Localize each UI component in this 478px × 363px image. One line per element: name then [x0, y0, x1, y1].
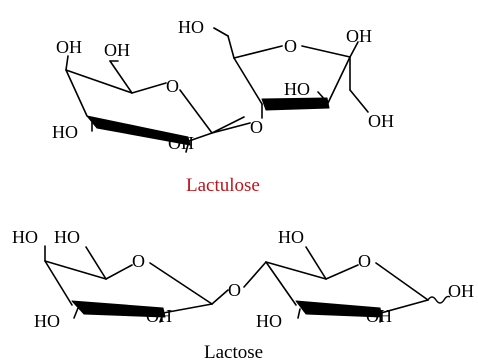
lactose-glucose-ring	[243, 246, 429, 323]
lactulose-fructose-ring	[213, 27, 369, 119]
lactose-label-ho-c4: HO	[12, 227, 38, 247]
lactose-label-gal-ring-o: O	[132, 251, 145, 271]
lactulose-label-oh-c2: OH	[346, 26, 372, 46]
lactulose-structure: OH OH O HO OH O HO O OH HO OH Lactulose	[52, 17, 394, 196]
lactose-label-glycosidic-o: O	[228, 280, 241, 300]
lactose-label-glc-oh-c2: OH	[366, 306, 392, 326]
lactose-glc-front-bond	[295, 300, 383, 318]
lactulose-label-oh-c1: OH	[368, 111, 394, 131]
lactulose-label-ho-c3: HO	[284, 79, 310, 99]
lactulose-label-ho-c3: HO	[52, 122, 78, 142]
lactulose-galactose-ring	[65, 55, 251, 153]
lactulose-label-fru-ring-o: O	[284, 36, 297, 56]
lactulose-label-oh-c2: OH	[168, 133, 194, 153]
lactose-galactose-ring	[44, 245, 229, 323]
lactulose-fru-front-bond	[261, 97, 330, 111]
lactulose-gal-front-bond	[86, 115, 191, 146]
lactose-label-glc-ho-c3: HO	[256, 311, 282, 331]
lactose-structure: HO HO O HO OH O HO O HO OH OH Lactose	[12, 227, 474, 363]
lactose-label-ho-c3: HO	[34, 311, 60, 331]
lactulose-caption: Lactulose	[186, 175, 260, 196]
lactose-caption: Lactose	[204, 342, 263, 363]
lactulose-label-gal-ring-o: O	[166, 76, 179, 96]
lactulose-label-glycosidic-o: O	[250, 117, 263, 137]
lactose-label-oh-c2: OH	[146, 306, 172, 326]
lactulose-label-ho-c6: HO	[178, 17, 204, 37]
lactulose-label-oh-c4: OH	[56, 37, 82, 57]
lactose-label-glc-ring-o: O	[358, 251, 371, 271]
lactose-label-glc-ho-c6: HO	[278, 227, 304, 247]
lactose-anomeric-wavy-bond	[427, 295, 451, 304]
lactose-label-glc-oh-anomeric: OH	[448, 281, 474, 301]
lactulose-label-oh-c6: OH	[104, 40, 130, 60]
lactose-gal-front-bond	[71, 300, 166, 318]
lactose-label-ho-c6: HO	[54, 227, 80, 247]
